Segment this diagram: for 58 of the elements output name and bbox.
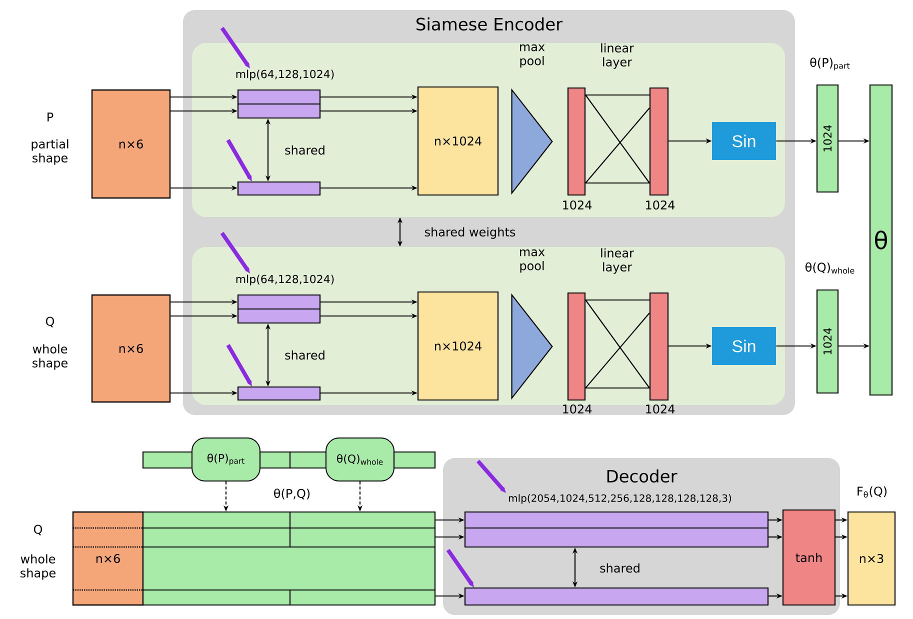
vector-bar — [259, 451, 327, 469]
layer-bar — [567, 87, 586, 196]
edge-label: shared — [284, 144, 326, 156]
feature-box: n×1024 — [417, 291, 499, 401]
matrix-box — [142, 511, 436, 606]
node-caption: θ(Q)$_{whole}$ — [806, 262, 854, 274]
layer-label: mlp(64,128,1024) — [236, 70, 334, 80]
layer-label: mlp(2054,1024,512,256,128,128,128,128,3) — [508, 494, 732, 504]
connector-line — [586, 182, 650, 184]
node-caption: P — [48, 112, 54, 122]
input-box: n×6 — [91, 89, 171, 199]
caption: linear layer — [601, 43, 634, 69]
input-box: n×6 — [72, 511, 144, 606]
connector-line — [586, 94, 650, 96]
vector-bar: 1024 — [816, 84, 839, 193]
layer-bar — [649, 292, 669, 401]
mlp-bar — [237, 294, 321, 310]
node-caption: whole shape — [20, 554, 56, 580]
connector-line — [586, 387, 650, 389]
mlp-bar — [237, 308, 321, 324]
mlp-bar — [237, 386, 321, 401]
mlp-bar — [464, 527, 769, 548]
mlp-bar — [237, 103, 321, 119]
node-caption: partial shape — [32, 139, 68, 165]
caption: linear layer — [601, 248, 634, 274]
node-caption: max pool — [520, 249, 545, 273]
edge-label: shared — [598, 562, 642, 574]
vector-bar — [393, 451, 436, 469]
node-caption: 1024 — [563, 200, 592, 210]
input-box: n×6 — [91, 294, 171, 403]
layer-bar — [649, 87, 669, 196]
mlp-bar — [464, 511, 769, 529]
feature-box: n×3 — [847, 511, 896, 606]
caption: θ(P,Q) — [274, 488, 310, 500]
node-caption: Q — [34, 524, 42, 536]
edge-label: shared — [284, 349, 326, 361]
node-caption: Q — [46, 316, 54, 328]
edge-label: shared weights — [423, 226, 517, 240]
mlp-bar — [237, 89, 321, 105]
layer-bar — [567, 292, 586, 401]
connector-line — [586, 299, 650, 301]
node-caption: 1024 — [646, 200, 675, 210]
node-caption: 1024 — [646, 404, 675, 414]
mlp-bar — [464, 587, 769, 606]
sin-box: Sin — [712, 122, 776, 160]
vector-bar: 1024 — [816, 289, 839, 394]
sin-box: Sin — [712, 327, 776, 365]
feature-box: n×1024 — [417, 86, 499, 196]
vector-bar: θ — [869, 84, 893, 396]
node-caption: whole shape — [32, 344, 68, 370]
node-caption: θ(P)$_{part}$ — [810, 58, 850, 70]
layer-label: mlp(64,128,1024) — [236, 274, 334, 286]
node-caption: F$_{θ}$(Q) — [858, 486, 887, 498]
mlp-bar — [237, 181, 321, 196]
activation-box: tanh — [782, 509, 836, 606]
vector-bar — [142, 451, 193, 469]
node-caption: max pool — [520, 44, 545, 68]
node-caption: 1024 — [563, 404, 592, 414]
